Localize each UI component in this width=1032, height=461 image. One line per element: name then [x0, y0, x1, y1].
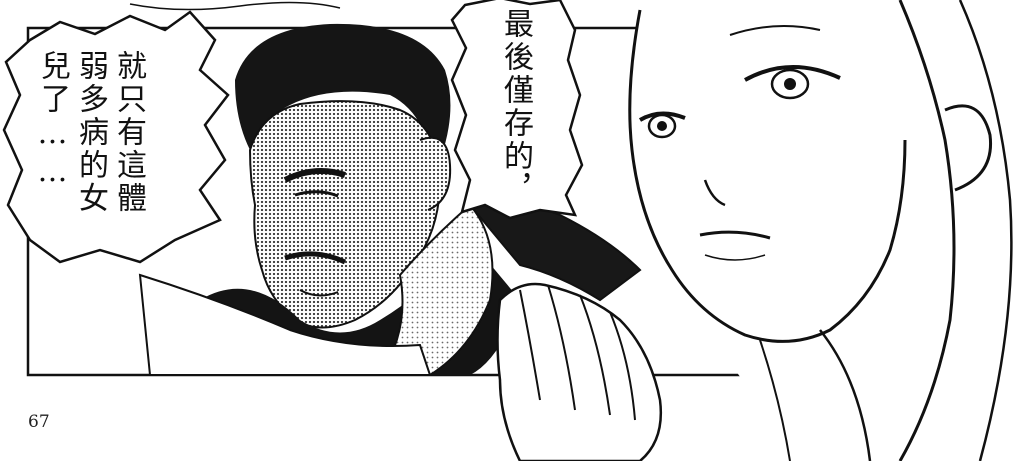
speech-left-line-3: 兒了……: [35, 50, 70, 192]
speech-left-line-1: 就只有這體: [111, 50, 146, 215]
speech-left-line-2: 弱多病的女: [73, 50, 108, 215]
woman-mouth: [699, 230, 771, 240]
woman-hand: [468, 200, 662, 461]
woman-hair-strand: [898, 0, 956, 461]
woman-figure: [628, 0, 1032, 461]
speech-mid-line-1: 最後僅存的，: [498, 8, 533, 206]
man-brow: [283, 168, 346, 183]
woman-nose: [703, 179, 726, 207]
man-eye: [294, 190, 339, 198]
man-beard: [299, 289, 339, 297]
woman-face-outline: [628, 9, 907, 343]
woman-palm: [496, 282, 662, 461]
woman-right-eye: [770, 68, 810, 100]
top-bubble-edge: [129, 1, 341, 11]
woman-right-eye-lid: [744, 65, 841, 82]
woman-ear: [944, 104, 993, 192]
man-ear: [419, 136, 452, 211]
man-figure: [138, 23, 520, 376]
speech-bubble-left: [2, 10, 230, 264]
man-hair: [235, 23, 451, 161]
speech-bubble-middle: [450, 0, 584, 220]
man-mustache: [284, 251, 347, 265]
page-number: 67: [28, 412, 50, 432]
scroll-paper: [138, 273, 432, 376]
woman-left-eye: [647, 113, 677, 139]
woman-left-eye-lid: [638, 111, 686, 122]
